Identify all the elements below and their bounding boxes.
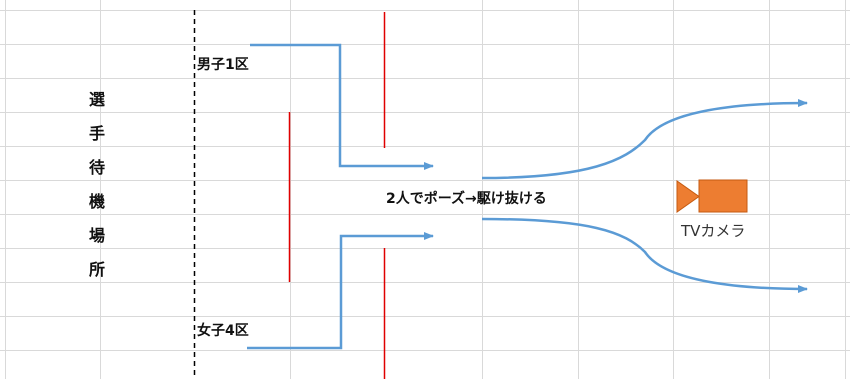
exit-curve-top: [481, 99, 808, 180]
waiting-area-char-2: 手: [88, 124, 105, 143]
exit-curve-bottom: [481, 217, 808, 293]
waiting-area-char-3: 待: [88, 158, 105, 177]
women-relay-label: 女子4区: [197, 323, 249, 339]
men-relay-label: 男子1区: [197, 57, 249, 73]
camera-label: TVカメラ: [681, 222, 746, 240]
waiting-area-char-4: 機: [88, 192, 105, 211]
waiting-area-char-5: 場: [88, 226, 105, 245]
women-path-arrow: [247, 232, 434, 350]
waiting-area-char-1: 選: [88, 90, 105, 109]
center-caption: 2人でポーズ→駆け抜ける: [386, 191, 547, 207]
waiting-area-char-6: 所: [88, 260, 105, 279]
video-camera-icon: [676, 179, 748, 213]
men-path-arrow: [250, 43, 434, 170]
